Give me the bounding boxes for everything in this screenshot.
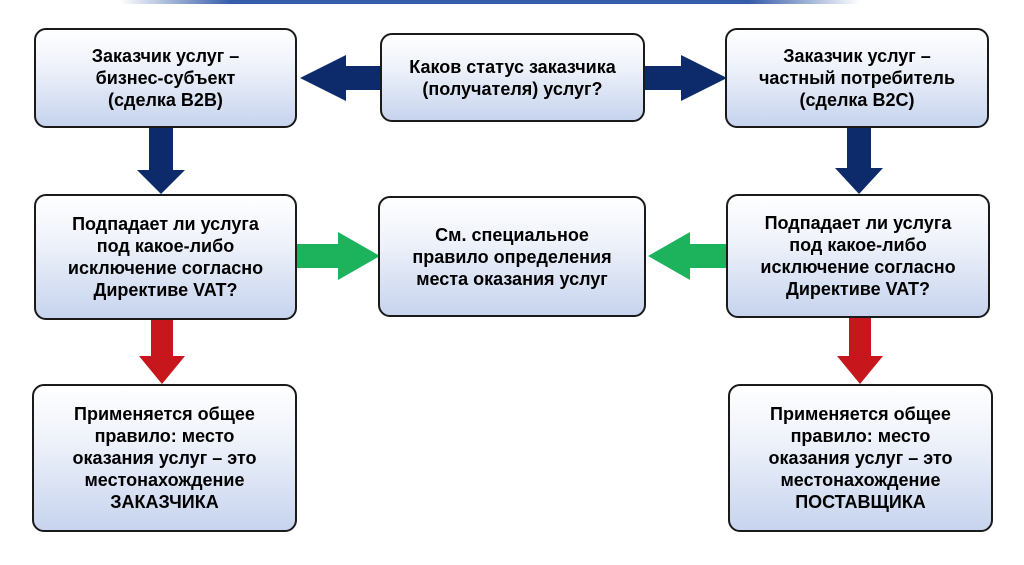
b2b-general-rule-box: Применяется общее правило: место оказани…	[32, 384, 297, 532]
b2b-customer-box: Заказчик услуг – бизнес-субъект (сделка …	[34, 28, 297, 128]
arrow-right-exception-to-special	[648, 232, 727, 280]
center-question-box: Каков статус заказчика (получателя) услу…	[380, 33, 645, 122]
arrow-left-exception-to-special	[297, 232, 380, 280]
arrow-b2c-down	[835, 128, 883, 194]
b2c-general-rule-box: Применяется общее правило: место оказани…	[728, 384, 993, 532]
header-strip	[120, 0, 860, 4]
arrow-b2b-down	[137, 128, 185, 194]
b2b-exception-question-box: Подпадает ли услуга под какое-либо исклю…	[34, 194, 297, 320]
arrow-left-exception-down	[139, 320, 185, 384]
b2c-customer-box: Заказчик услуг – частный потребитель (сд…	[725, 28, 989, 128]
arrow-right-exception-down	[837, 318, 883, 384]
special-rule-box: См. специальное правило определения мест…	[378, 196, 646, 317]
b2c-exception-question-box: Подпадает ли услуга под какое-либо исклю…	[726, 194, 990, 318]
arrow-question-to-b2c	[645, 55, 727, 101]
arrow-question-to-b2b	[300, 55, 382, 101]
